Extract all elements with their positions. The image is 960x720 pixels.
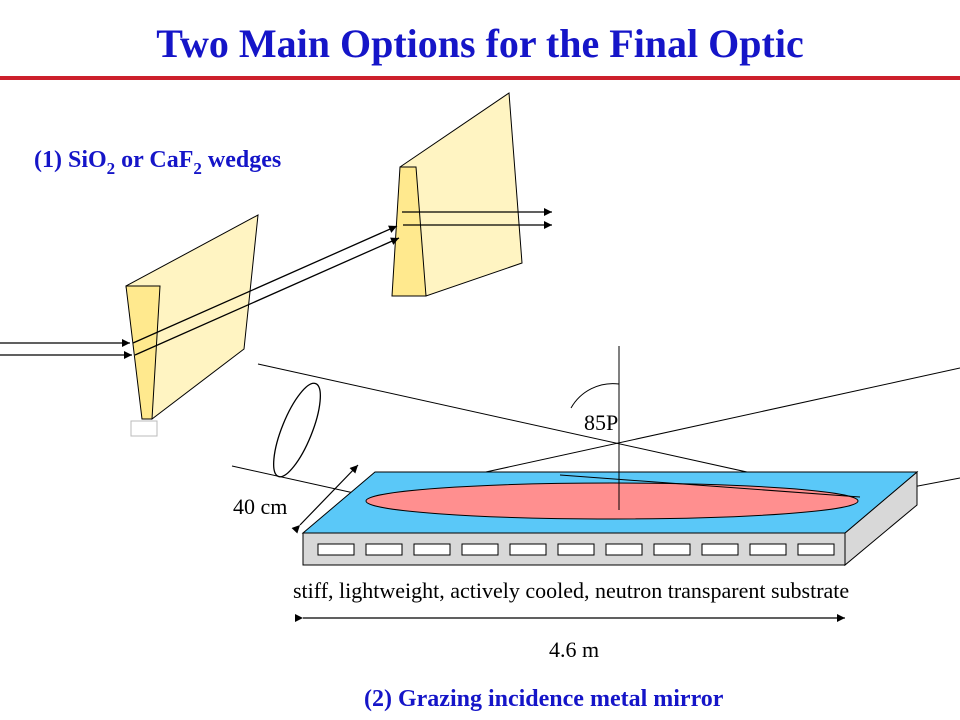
beam-mid-upper [132, 225, 398, 344]
cooling-channel [413, 543, 451, 556]
cooling-channel [797, 543, 835, 556]
mirror-slab [301, 470, 919, 567]
length-label: 4.6 m [549, 637, 599, 662]
cooling-channel [653, 543, 691, 556]
angle-label: 85P [584, 410, 618, 435]
laser-beams [0, 208, 552, 359]
title-underline [0, 76, 960, 80]
wedge-2 [391, 92, 523, 297]
cooling-channel [461, 543, 499, 556]
laser-footprint [365, 482, 859, 520]
cooling-channel [509, 543, 547, 556]
page-title: Two Main Options for the Final Optic [156, 21, 804, 66]
cooling-channels [317, 543, 835, 556]
wedge-2-edge [391, 166, 427, 297]
ray-overlay [559, 474, 861, 498]
wedge-1-edge [125, 285, 161, 420]
wedge-base-box [130, 420, 158, 437]
cooling-channel [605, 543, 643, 556]
width-label: 40 cm [233, 494, 287, 519]
substrate-label: stiff, lightweight, actively cooled, neu… [293, 578, 849, 603]
cooling-channel [749, 543, 787, 556]
angle-arc [570, 383, 620, 409]
cooling-channel [557, 543, 595, 556]
beam-mid-lower [134, 237, 400, 356]
cooling-channel [365, 543, 403, 556]
cooling-channel [701, 543, 739, 556]
cooling-channel [317, 543, 355, 556]
option2-label: (2) Grazing incidence metal mirror [364, 686, 724, 712]
option1-label: (1) SiO2 or CaF2 wedges [34, 147, 281, 178]
width-dimension-arrow [291, 464, 359, 534]
beam-cross-section [273, 382, 321, 478]
